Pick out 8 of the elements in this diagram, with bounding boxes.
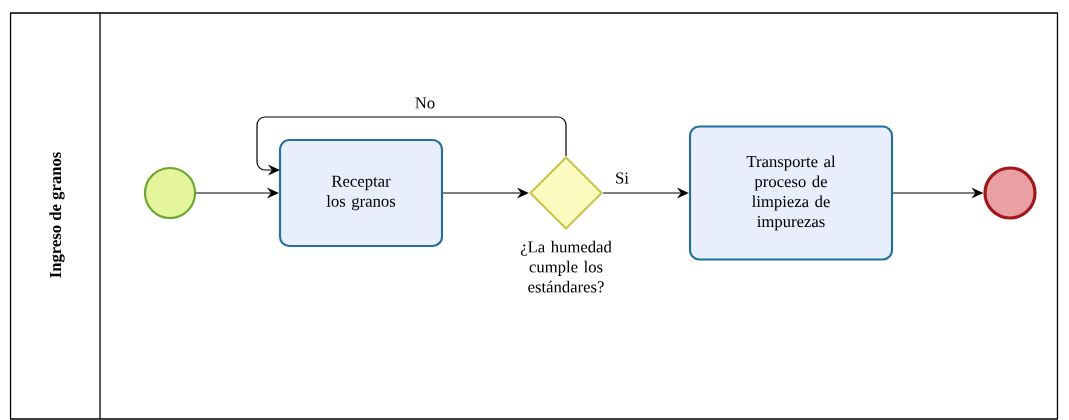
start-event-circle	[143, 166, 197, 220]
lane-label: Ingreso de granos	[49, 152, 65, 278]
end-event-circle	[983, 166, 1037, 220]
edge-label: No	[413, 96, 437, 110]
task-box: Receptar los granos	[278, 138, 444, 248]
decision-label: ¿La humedad cumple los estándares?	[520, 240, 612, 293]
task-box: Transporte al proceso de limpieza de impurezas	[688, 125, 894, 261]
edge-label: Si	[613, 171, 631, 185]
